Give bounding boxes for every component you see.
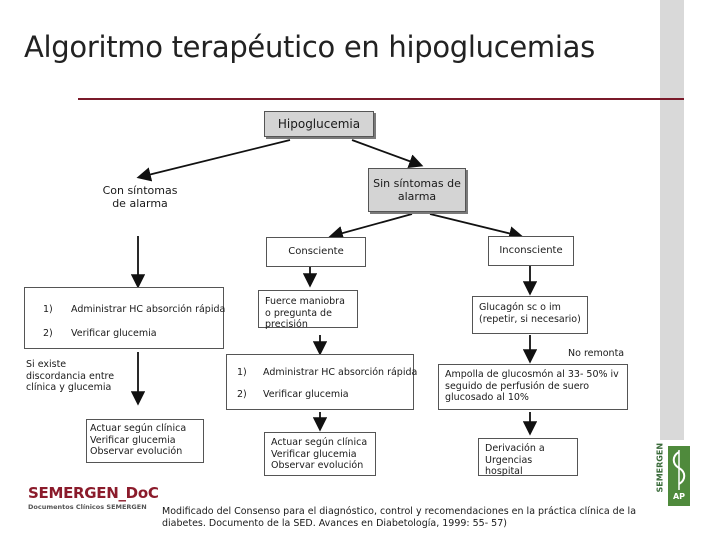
side-decoration-bar <box>660 0 684 440</box>
node-derivacion: Derivación a Urgencias hospital <box>478 438 578 477</box>
node-fuerce: Fuerce maniobra o pregunta de precisión <box>258 290 358 330</box>
semergen-doc-logo-text: SEMERGEN_DoC <box>28 484 159 502</box>
node-si-existe-label: Si existe discordancia entre clínica y g… <box>26 359 115 393</box>
node-glucagon-label: Glucagón sc o im (repetir, si necesario) <box>479 302 581 325</box>
node-hipoglucemia: Hipoglucemia <box>264 111 374 137</box>
node-actuar-left: Actuar según clínica Verificar glucemia … <box>86 419 204 463</box>
node-con-sintomas: Con síntomas de alarma <box>95 182 185 212</box>
node-derivacion-label: Derivación a Urgencias hospital <box>485 443 545 477</box>
semergen-ap-logo-text: SEMERGEN <box>655 442 665 493</box>
node-left-steps: 1) Administrar HC absorción rápida 2) Ve… <box>24 287 226 349</box>
node-glucagon: Glucagón sc o im (repetir, si necesario) <box>472 296 588 334</box>
node-consciente-label: Consciente <box>288 246 344 257</box>
left-step-2-num: 2) <box>43 328 53 339</box>
left-step-2-text: Verificar glucemia <box>71 328 157 339</box>
mid-step-1-text: Administrar HC absorción rápida <box>263 367 418 378</box>
node-sin-sintomas: Sin síntomas de alarma <box>368 168 466 212</box>
mid-step-2-text: Verificar glucemia <box>263 389 349 400</box>
node-actuar-mid: Actuar según clínica Verificar glucemia … <box>264 432 376 476</box>
semergen-ap-emblem-icon <box>668 446 690 506</box>
node-mid-steps: 1) Administrar HC absorción rápida 2) Ve… <box>226 354 418 410</box>
title-underline <box>78 98 684 100</box>
left-step-1-text: Administrar HC absorción rápida <box>71 304 226 315</box>
node-con-sintomas-label: Con síntomas de alarma <box>102 184 178 210</box>
semergen-ap-logo-ap: AP <box>672 492 686 501</box>
node-ampolla-label: Ampolla de glucosmón al 33- 50% iv segui… <box>445 369 619 403</box>
semergen-doc-logo-sub: Documentos Clínicos SEMERGEN <box>28 503 147 511</box>
mid-step-1-num: 1) <box>237 367 247 378</box>
node-hipoglucemia-label: Hipoglucemia <box>277 117 361 131</box>
node-actuar-left-label: Actuar según clínica Verificar glucemia … <box>90 423 187 457</box>
slide-title: Algoritmo terapéutico en hipoglucemias <box>24 30 595 64</box>
no-remonta-label: No remonta <box>568 348 625 359</box>
node-ampolla: Ampolla de glucosmón al 33- 50% iv segui… <box>438 364 628 410</box>
semergen-doc-logo: SEMERGEN_DoC Documentos Clínicos SEMERGE… <box>28 484 178 511</box>
node-fuerce-label: Fuerce maniobra o pregunta de precisión <box>265 296 345 330</box>
mid-step-2-num: 2) <box>237 389 247 400</box>
semergen-ap-logo: SEMERGEN AP <box>650 442 690 506</box>
node-sin-sintomas-label: Sin síntomas de alarma <box>373 177 461 203</box>
node-inconsciente-label: Inconsciente <box>499 245 563 256</box>
footnote: Modificado del Consenso para el diagnóst… <box>162 506 637 529</box>
node-actuar-mid-label: Actuar según clínica Verificar glucemia … <box>271 437 368 471</box>
node-inconsciente: Inconsciente <box>488 236 574 266</box>
node-si-existe: Si existe discordancia entre clínica y g… <box>24 352 124 412</box>
left-step-1-num: 1) <box>43 304 53 315</box>
node-consciente: Consciente <box>266 237 366 267</box>
